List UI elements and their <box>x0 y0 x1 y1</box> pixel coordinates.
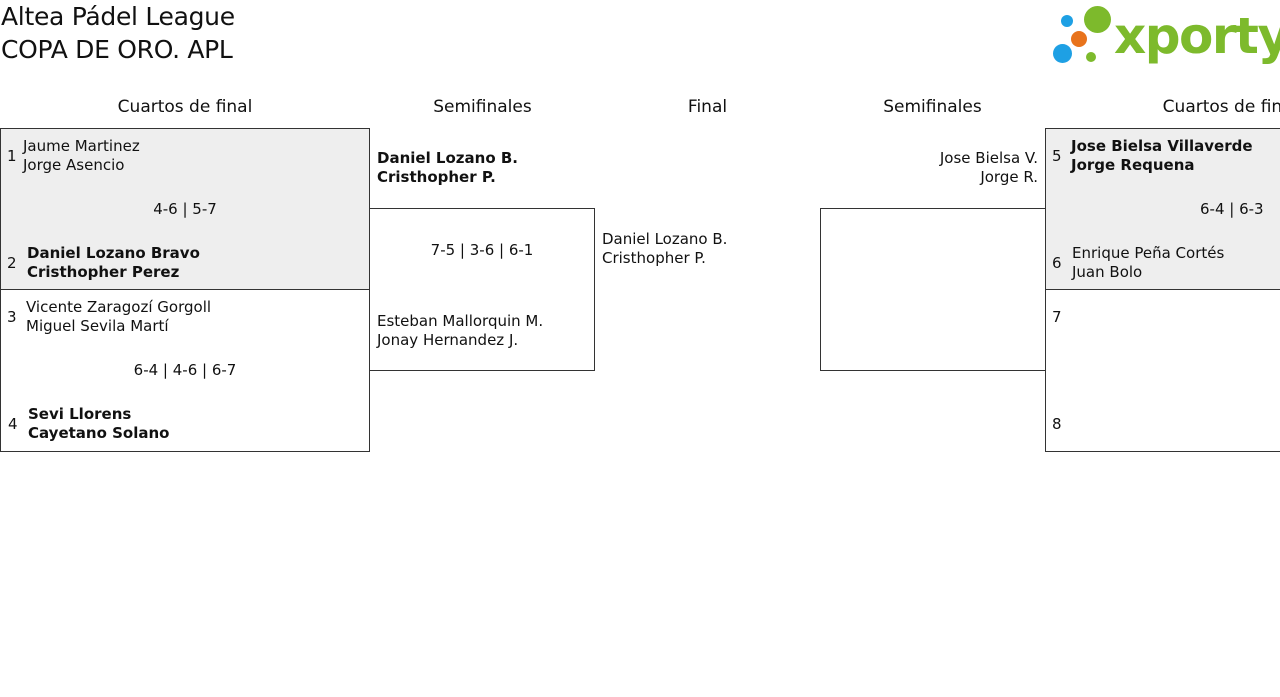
logo-dot-green2-icon <box>1086 52 1096 62</box>
seed-number: 1 <box>7 147 17 165</box>
logo-dot-blue-icon <box>1061 15 1073 27</box>
logo-text: xporty <box>1114 7 1280 65</box>
match-sf-left[interactable]: 7-5 | 3-6 | 6-1 Esteban Mallorquin M. Jo… <box>369 208 595 371</box>
match-sf-right[interactable] <box>820 208 1046 371</box>
player-name: Jaume Martinez <box>23 137 140 155</box>
player-name: Esteban Mallorquin M. <box>377 312 544 330</box>
match-score: 6-4 | 6-3 <box>1200 200 1264 218</box>
match-qf-left-2[interactable]: 3 Vicente Zaragozí Gorgoll Miguel Sevila… <box>0 289 370 452</box>
player-name: Enrique Peña Cortés <box>1072 244 1225 262</box>
seed-number: 4 <box>8 415 18 433</box>
seed-number: 2 <box>7 254 17 272</box>
player-name: Jose Bielsa V. <box>939 149 1038 167</box>
seed-number: 7 <box>1052 308 1062 326</box>
logo-dot-green-icon <box>1084 6 1111 33</box>
player-name-winner: Jorge Requena <box>1071 156 1195 174</box>
match-score: 4-6 | 5-7 <box>153 200 217 218</box>
logo-dot-orange-icon <box>1071 31 1087 47</box>
cup-title: COPA DE ORO. APL <box>1 35 233 64</box>
round-header-left-qf: Cuartos de final <box>117 97 253 117</box>
match-sf-right-top[interactable]: Jose Bielsa V. Jorge R. <box>820 128 1045 208</box>
player-name-winner: Cristhopher P. <box>377 168 496 186</box>
seed-number: 6 <box>1052 254 1062 272</box>
seed-number: 5 <box>1052 147 1062 165</box>
seed-number: 3 <box>7 308 17 326</box>
player-name-winner: Cristhopher Perez <box>27 263 180 281</box>
round-header-final: Final <box>687 97 728 117</box>
player-name: Jorge R. <box>980 168 1038 186</box>
seed-number: 8 <box>1052 415 1062 433</box>
round-header-right-sf: Semifinales <box>883 97 982 117</box>
player-name: Miguel Sevila Martí <box>26 317 169 335</box>
player-name-winner: Cayetano Solano <box>28 424 170 442</box>
player-name: Jonay Hernandez J. <box>377 331 519 349</box>
player-name: Juan Bolo <box>1072 263 1143 281</box>
match-sf-left-top[interactable]: Daniel Lozano B. Cristhopher P. <box>370 128 595 208</box>
match-qf-right-2[interactable]: 7 8 <box>1045 289 1280 452</box>
logo-dot-blue2-icon <box>1053 44 1072 63</box>
round-header-left-sf: Semifinales <box>433 97 532 117</box>
match-score: 7-5 | 3-6 | 6-1 <box>430 241 534 259</box>
match-final[interactable]: Daniel Lozano B. Cristhopher P. <box>595 222 820 282</box>
player-name-winner: Daniel Lozano Bravo <box>27 244 200 262</box>
player-name: Daniel Lozano B. <box>602 230 728 248</box>
xporty-logo[interactable]: xporty <box>1050 4 1280 68</box>
match-qf-right-1[interactable]: 5 Jose Bielsa Villaverde Jorge Requena 6… <box>1045 128 1280 290</box>
player-name: Jorge Asencio <box>23 156 125 174</box>
player-name-winner: Sevi Llorens <box>28 405 132 423</box>
player-name-winner: Daniel Lozano B. <box>377 149 518 167</box>
player-name: Cristhopher P. <box>602 249 706 267</box>
player-name: Vicente Zaragozí Gorgoll <box>26 298 212 316</box>
round-header-right-qf: Cuartos de final <box>1162 97 1280 117</box>
player-name-winner: Jose Bielsa Villaverde <box>1071 137 1253 155</box>
league-title: Altea Pádel League <box>1 2 235 31</box>
match-qf-left-1[interactable]: 1 Jaume Martinez Jorge Asencio 4-6 | 5-7… <box>0 128 370 290</box>
match-score: 6-4 | 4-6 | 6-7 <box>133 361 237 379</box>
